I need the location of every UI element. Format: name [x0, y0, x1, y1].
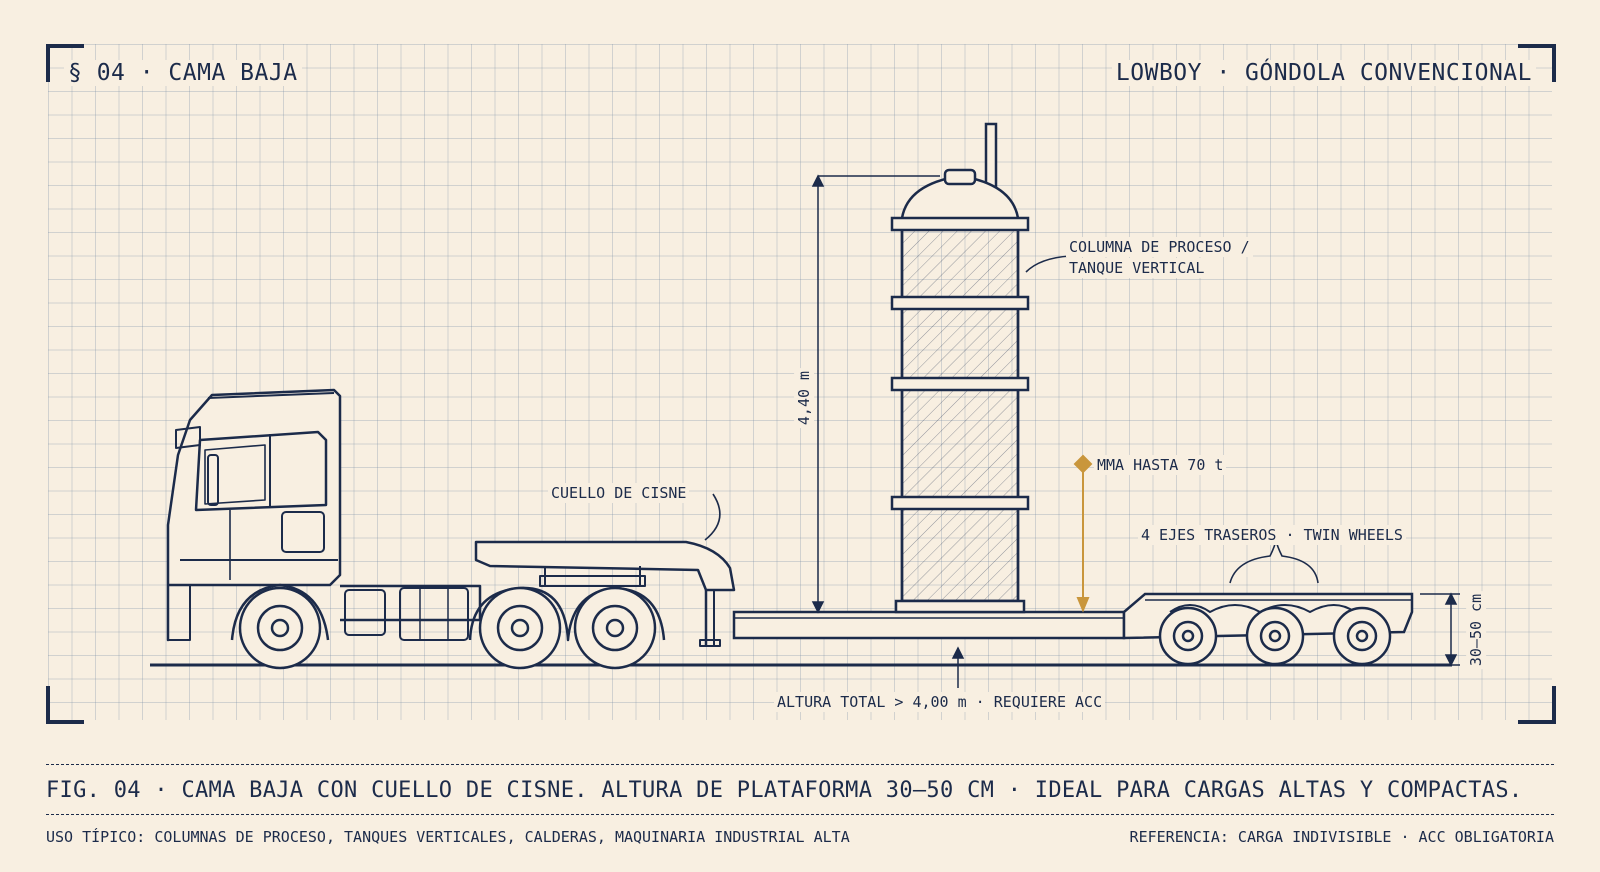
gooseneck-label: CUELLO DE CISNE: [548, 483, 690, 503]
gooseneck: [474, 540, 736, 647]
caption-divider-bottom: [46, 814, 1554, 815]
load-height-dimension: [811, 174, 940, 614]
frame-corner-bottom-left: [46, 686, 84, 724]
axles-label: 4 EJES TRASEROS · TWIN WHEELS: [1138, 525, 1406, 545]
process-column: [890, 122, 1030, 614]
tractor-unit: [166, 388, 666, 642]
trailer-type-title: LOWBOY · GÓNDOLA CONVENCIONAL: [1111, 60, 1536, 86]
trailer-wheels: [1158, 606, 1392, 666]
lowboy-deck: [732, 592, 1414, 640]
frame-corner-top-left: [46, 44, 84, 82]
deck-height-dimension: [1420, 592, 1460, 667]
mma-label: MMA HASTA 70 t: [1094, 455, 1227, 475]
reference-note: REFERENCIA: CARGA INDIVISIBLE · ACC OBLI…: [1129, 828, 1554, 846]
column-label-line1: COLUMNA DE PROCESO /: [1066, 237, 1253, 257]
section-title: § 04 · CAMA BAJA: [64, 60, 302, 86]
usage-note: USO TÍPICO: COLUMNAS DE PROCESO, TANQUES…: [46, 828, 850, 846]
column-label-line2: TANQUE VERTICAL: [1066, 258, 1208, 278]
total-height-marker: [951, 646, 965, 688]
figure-caption: FIG. 04 · CAMA BAJA CON CUELLO DE CISNE.…: [46, 778, 1523, 803]
load-height-label: 4,40 m: [794, 367, 815, 429]
caption-divider-top: [46, 764, 1554, 765]
mma-indicator: [1073, 454, 1093, 613]
deck-height-label: 30–50 cm: [1466, 590, 1487, 670]
frame-corner-bottom-right: [1518, 686, 1556, 724]
frame-corner-top-right: [1518, 44, 1556, 82]
total-height-label: ALTURA TOTAL > 4,00 m · REQUIERE ACC: [774, 692, 1106, 712]
tractor-wheels: [238, 586, 657, 670]
